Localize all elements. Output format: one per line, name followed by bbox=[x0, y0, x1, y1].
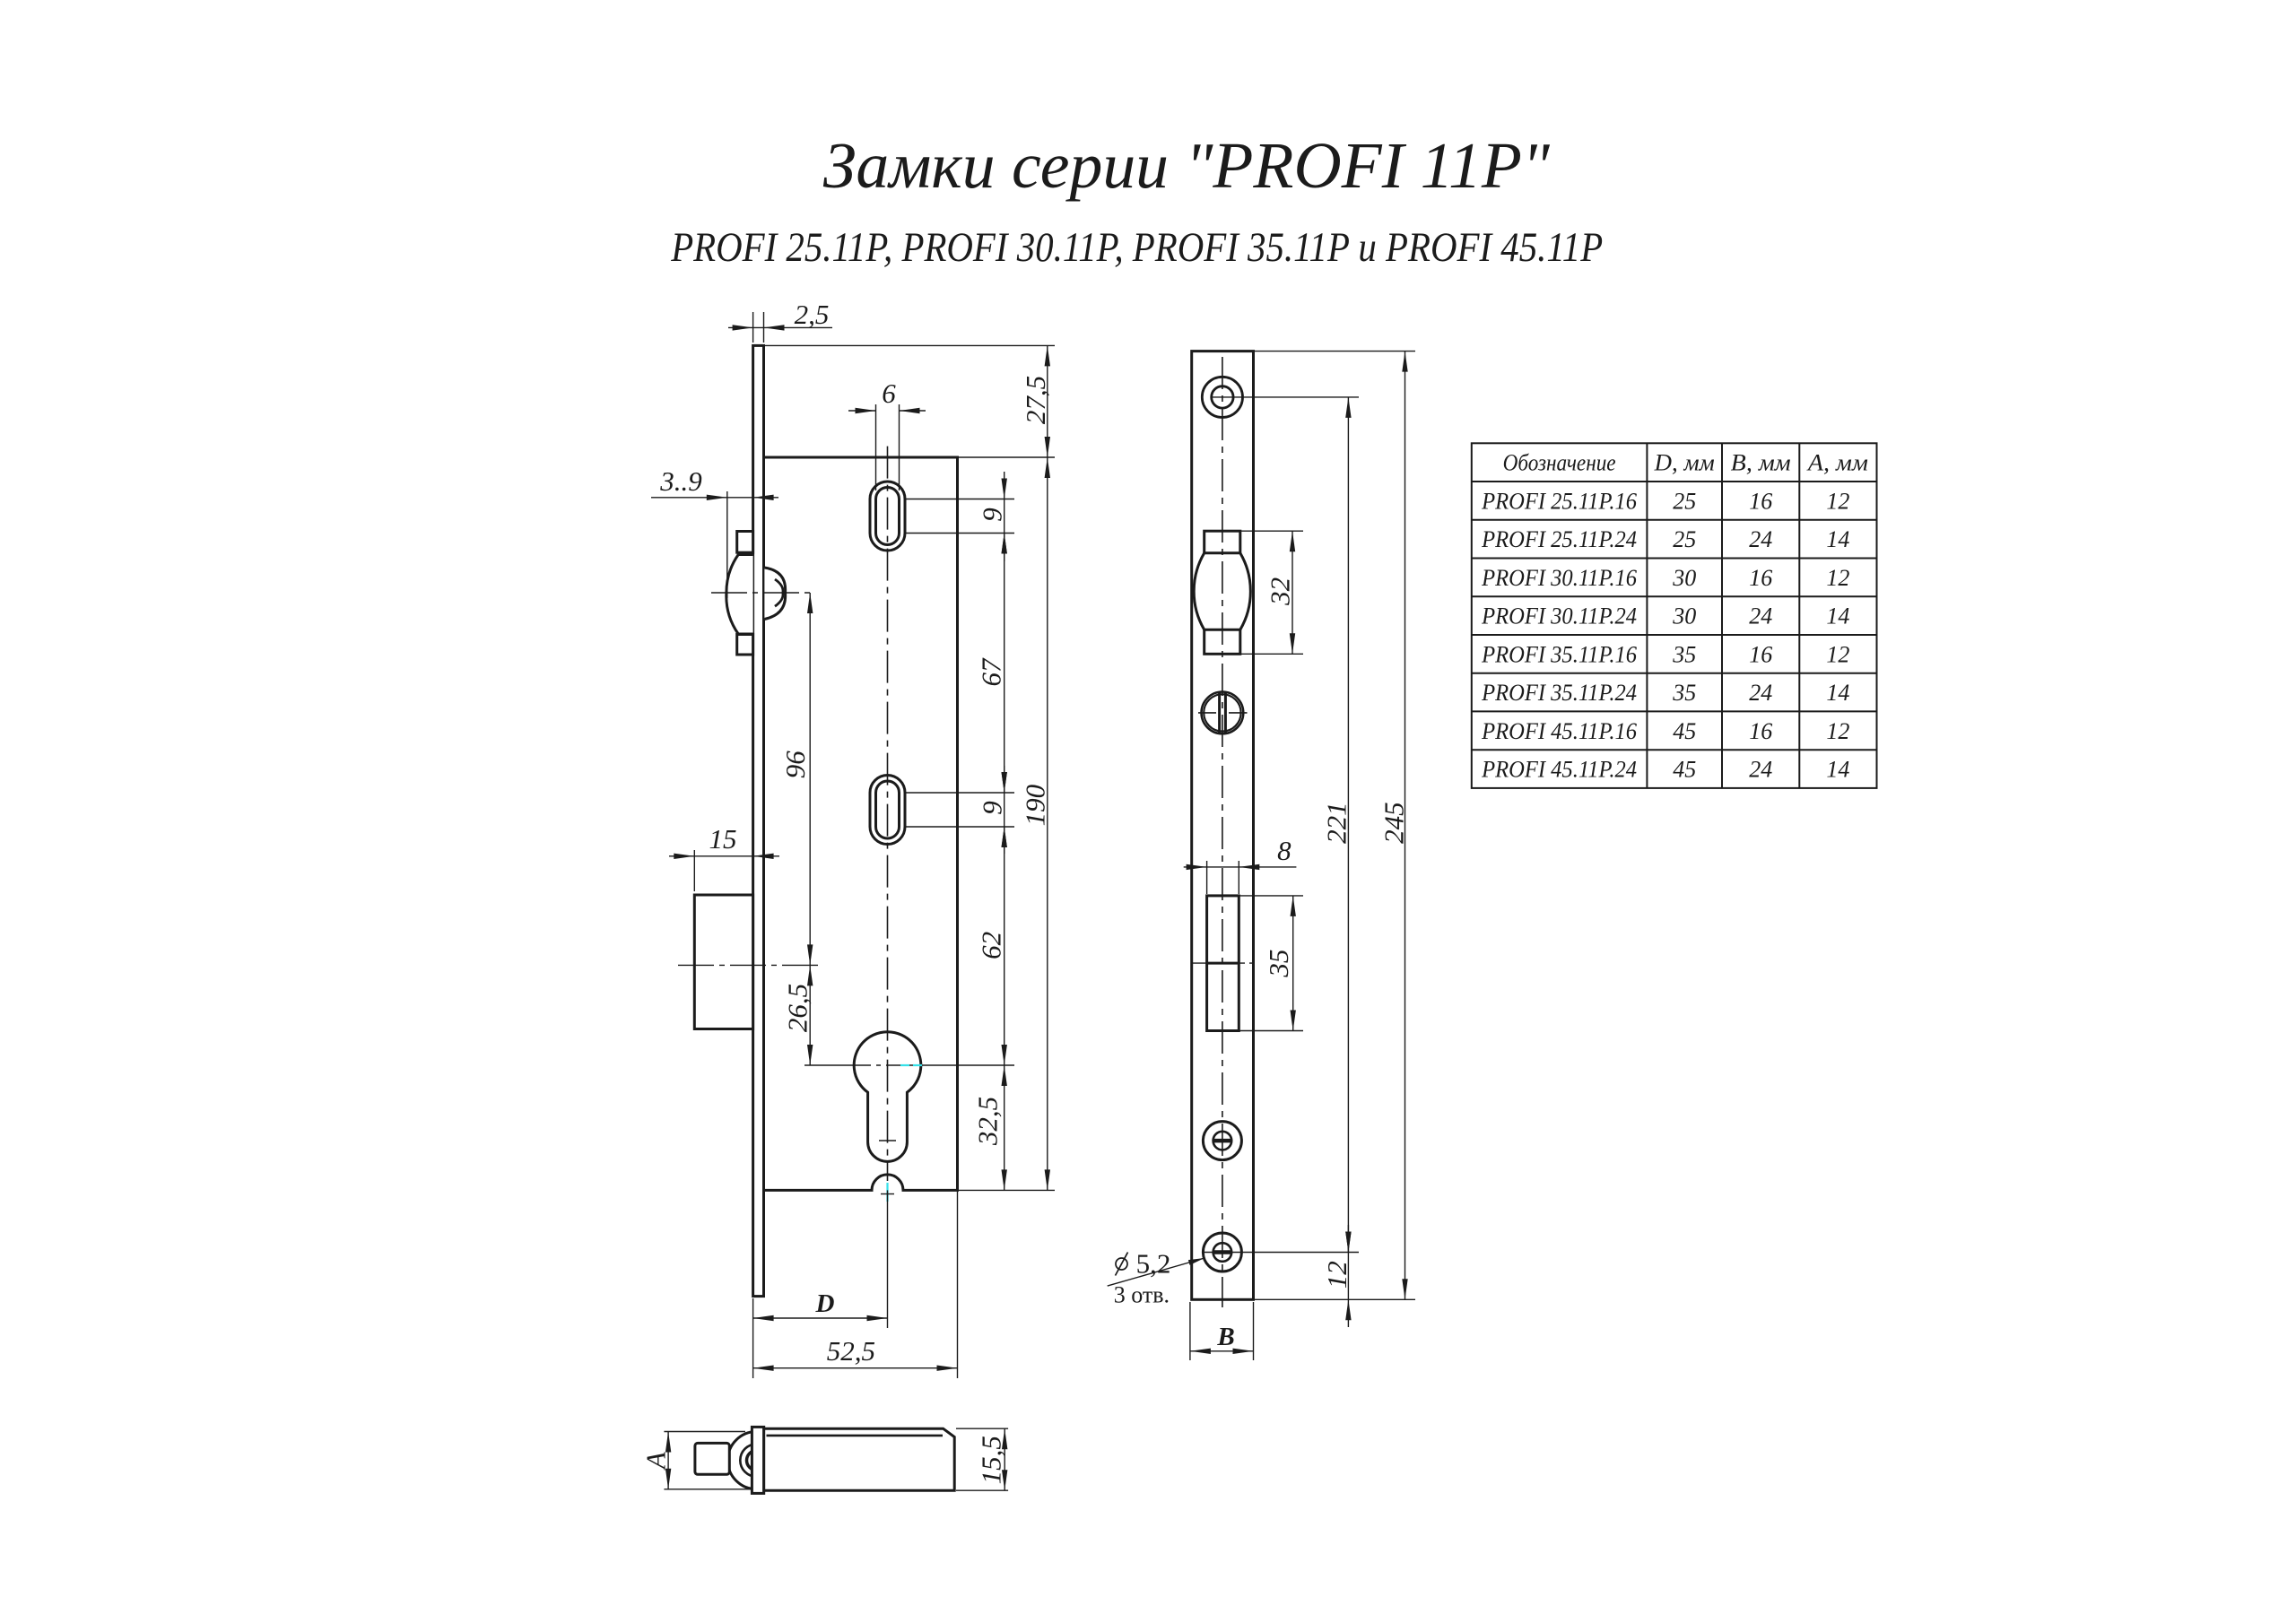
svg-text:B, мм: B, мм bbox=[1731, 450, 1791, 476]
svg-text:221: 221 bbox=[1320, 802, 1352, 844]
svg-text:14: 14 bbox=[1826, 680, 1849, 706]
svg-text:32,5: 32,5 bbox=[972, 1097, 1004, 1146]
svg-text:PROFI 45.11P.24: PROFI 45.11P.24 bbox=[1481, 757, 1637, 783]
svg-text:PROFI 35.11P.24: PROFI 35.11P.24 bbox=[1481, 680, 1637, 706]
svg-text:12: 12 bbox=[1321, 1261, 1352, 1289]
svg-text:14: 14 bbox=[1826, 526, 1849, 552]
svg-text:12: 12 bbox=[1826, 641, 1849, 667]
svg-text:245: 245 bbox=[1378, 802, 1409, 844]
svg-text:25: 25 bbox=[1673, 488, 1696, 514]
svg-text:35: 35 bbox=[1672, 641, 1696, 667]
svg-text:PROFI 25.11P, PROFI 30.11P, PR: PROFI 25.11P, PROFI 30.11P, PROFI 35.11P… bbox=[670, 224, 1603, 271]
svg-text:16: 16 bbox=[1749, 718, 1772, 744]
svg-text:67: 67 bbox=[975, 657, 1006, 687]
svg-text:PROFI 25.11P.16: PROFI 25.11P.16 bbox=[1481, 488, 1637, 514]
svg-text:14: 14 bbox=[1826, 757, 1849, 783]
svg-text:PROFI 45.11P.16: PROFI 45.11P.16 bbox=[1481, 718, 1637, 744]
svg-text:32: 32 bbox=[1264, 577, 1295, 606]
svg-text:15: 15 bbox=[709, 823, 737, 855]
svg-text:24: 24 bbox=[1749, 680, 1772, 706]
svg-text:2,5: 2,5 bbox=[795, 299, 830, 330]
svg-text:12: 12 bbox=[1826, 565, 1849, 591]
svg-text:45: 45 bbox=[1673, 718, 1696, 744]
svg-text:52,5: 52,5 bbox=[827, 1335, 875, 1367]
svg-text:30: 30 bbox=[1672, 565, 1696, 591]
svg-text:14: 14 bbox=[1826, 603, 1849, 629]
svg-text:27,5: 27,5 bbox=[1020, 376, 1051, 424]
svg-text:24: 24 bbox=[1749, 757, 1772, 783]
svg-text:A, мм: A, мм bbox=[1806, 450, 1868, 476]
svg-text:PROFI 35.11P.16: PROFI 35.11P.16 bbox=[1481, 641, 1637, 667]
svg-text:D, мм: D, мм bbox=[1654, 450, 1715, 476]
svg-text:62: 62 bbox=[975, 932, 1006, 959]
svg-text:16: 16 bbox=[1749, 565, 1772, 591]
svg-text:PROFI 30.11P.16: PROFI 30.11P.16 bbox=[1481, 565, 1637, 591]
svg-text:D: D bbox=[815, 1289, 835, 1318]
svg-text:12: 12 bbox=[1826, 718, 1849, 744]
svg-text:16: 16 bbox=[1749, 488, 1772, 514]
svg-text:Обозначение: Обозначение bbox=[1503, 450, 1616, 476]
svg-text:3..9: 3..9 bbox=[659, 465, 702, 497]
svg-text:Замки серии "PROFI 11P": Замки серии "PROFI 11P" bbox=[823, 129, 1550, 202]
svg-text:26,5: 26,5 bbox=[782, 984, 813, 1032]
svg-text:B: B bbox=[1216, 1323, 1234, 1351]
svg-text:9: 9 bbox=[977, 508, 1008, 522]
svg-text:190: 190 bbox=[1019, 784, 1050, 826]
svg-text:12: 12 bbox=[1826, 488, 1849, 514]
svg-text:3 отв.: 3 отв. bbox=[1114, 1281, 1170, 1307]
svg-text:PROFI 25.11P.24: PROFI 25.11P.24 bbox=[1481, 526, 1637, 552]
svg-text:30: 30 bbox=[1672, 603, 1696, 629]
svg-text:25: 25 bbox=[1673, 526, 1696, 552]
svg-text:35: 35 bbox=[1672, 680, 1696, 706]
svg-text:24: 24 bbox=[1749, 603, 1772, 629]
svg-text:15,5: 15,5 bbox=[976, 1436, 1007, 1484]
svg-text:8: 8 bbox=[1277, 835, 1292, 866]
svg-text:5,2: 5,2 bbox=[1136, 1248, 1171, 1280]
svg-text:16: 16 bbox=[1749, 641, 1772, 667]
svg-text:45: 45 bbox=[1673, 757, 1696, 783]
svg-text:24: 24 bbox=[1749, 526, 1772, 552]
svg-text:A: A bbox=[640, 1451, 672, 1471]
svg-text:PROFI 30.11P.24: PROFI 30.11P.24 bbox=[1481, 603, 1637, 629]
svg-text:96: 96 bbox=[779, 751, 811, 779]
svg-text:6: 6 bbox=[882, 378, 896, 409]
svg-text:9: 9 bbox=[977, 801, 1008, 815]
svg-text:35: 35 bbox=[1263, 950, 1294, 978]
